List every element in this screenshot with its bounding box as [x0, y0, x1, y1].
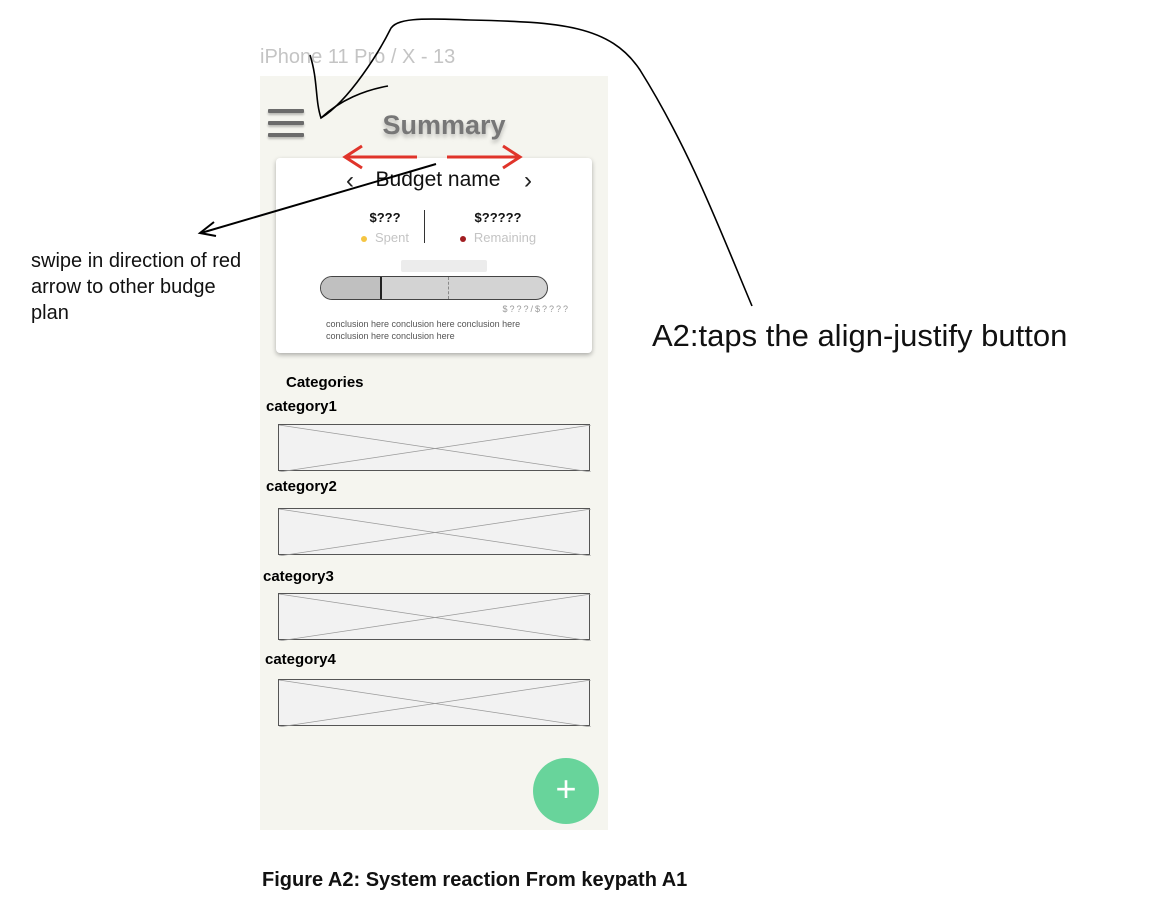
- category-image-placeholder[interactable]: [278, 593, 591, 641]
- remaining-dot-icon: [459, 235, 466, 242]
- budget-name: Budget name: [375, 168, 501, 191]
- menu-bar-2: [268, 121, 304, 125]
- plus-icon: +: [555, 768, 577, 809]
- figure-caption: Figure A2: System reaction From keypath …: [262, 869, 688, 891]
- budget-summary-card[interactable]: ‹ Budget name › $??? Spent $????? Remain…: [276, 158, 592, 353]
- menu-bar-1: [268, 109, 304, 113]
- stat-divider: [424, 210, 425, 243]
- category-label: category3: [263, 568, 334, 585]
- spent-amount: $???: [369, 210, 401, 225]
- progress-fill: [321, 277, 380, 299]
- progress-text: $???/$????: [502, 304, 570, 314]
- hamburger-menu-icon[interactable]: [268, 107, 304, 139]
- budget-selector: ‹ Budget name ›: [276, 166, 592, 196]
- remaining-amount: $?????: [474, 210, 522, 225]
- placeholder-cross-icon: [279, 509, 591, 556]
- progress-caption-placeholder: [401, 260, 487, 272]
- chevron-right-icon[interactable]: ›: [524, 167, 532, 194]
- category-image-placeholder[interactable]: [278, 508, 591, 556]
- budget-progress-bar: [320, 276, 548, 300]
- spent-dot-icon: [361, 235, 367, 242]
- progress-marker: [379, 277, 382, 299]
- placeholder-cross-icon: [279, 594, 591, 641]
- frame-label: iPhone 11 Pro / X - 13: [260, 46, 456, 68]
- categories-heading: Categories: [286, 374, 364, 391]
- spent-label: Spent: [375, 230, 409, 245]
- remaining-stat: $????? Remaining: [440, 210, 556, 245]
- placeholder-cross-icon: [279, 425, 591, 472]
- remaining-label: Remaining: [473, 230, 537, 245]
- category-label: category2: [266, 478, 337, 495]
- category-image-placeholder[interactable]: [278, 679, 591, 727]
- add-button[interactable]: +: [533, 758, 599, 824]
- remaining-legend: Remaining: [440, 230, 556, 245]
- category-label: category4: [265, 651, 336, 668]
- tap-annotation: A2:taps the align-justify button: [652, 318, 1068, 353]
- category-label: category1: [266, 398, 337, 415]
- placeholder-cross-icon: [279, 680, 591, 727]
- category-image-placeholder[interactable]: [278, 424, 591, 472]
- progress-dashed-marker: [447, 277, 449, 299]
- conclusion-text: conclusion here conclusion here conclusi…: [326, 319, 521, 341]
- phone-screen: Summary ‹ Budget name › $??? Spent $????…: [260, 76, 608, 830]
- page-title: Summary: [382, 110, 506, 140]
- swipe-annotation: swipe in direction of red arrow to other…: [31, 250, 242, 324]
- spent-stat: $??? Spent: [348, 210, 422, 245]
- menu-bar-3: [268, 133, 304, 137]
- spent-legend: Spent: [348, 230, 422, 245]
